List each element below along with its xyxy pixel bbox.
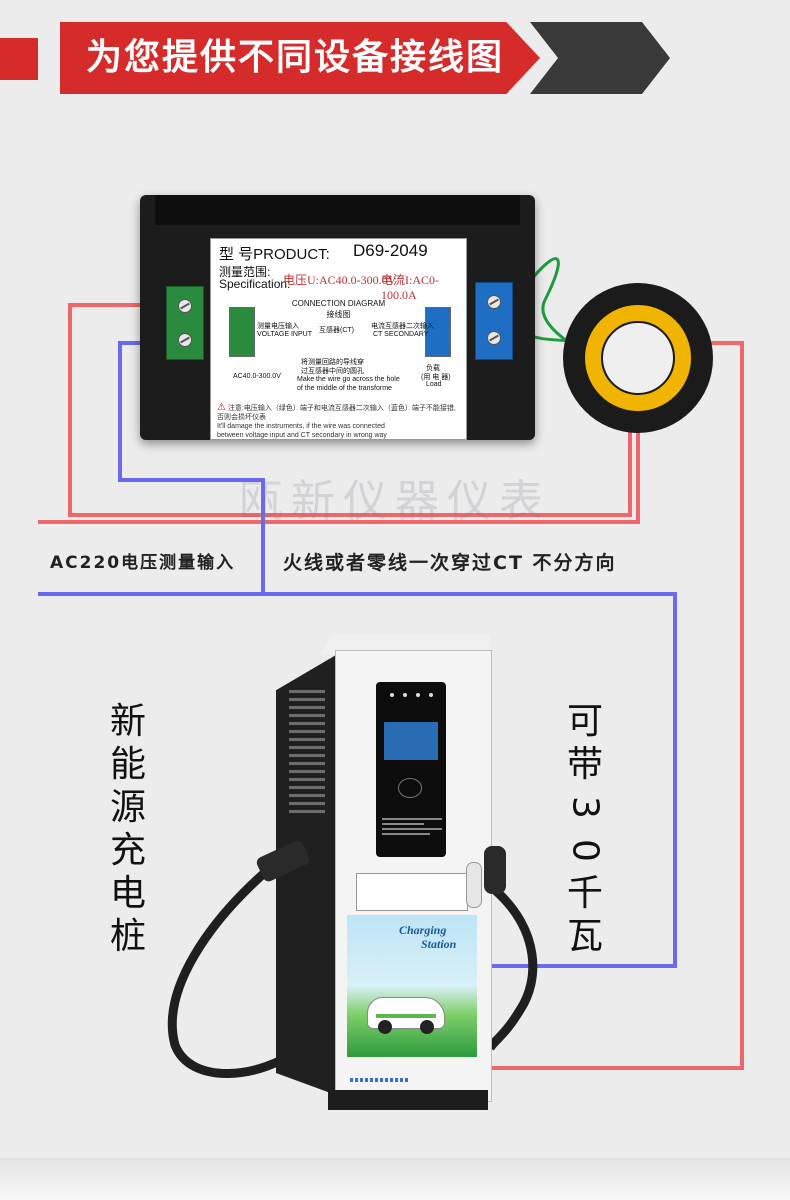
voltage-range: 电压U:AC40.0-300.0V xyxy=(283,273,397,287)
header-banner: 为您提供不同设备接线图 xyxy=(0,0,790,95)
lock-icon xyxy=(466,862,482,908)
screw-icon xyxy=(178,333,192,347)
charger-control-panel xyxy=(376,682,446,857)
vertical-char: 瓦 xyxy=(566,916,603,957)
mini-voltage-terminal xyxy=(229,307,255,357)
connection-diagram-title: CONNECTION DIAGRAM xyxy=(291,299,386,308)
vent-slot xyxy=(289,794,325,797)
vertical-char: 新 xyxy=(109,701,146,742)
warning-text: ⚠ 注意:电压输入（绿色）端子和电流互感器二次输入（蓝色）端子不能接错,否则会损… xyxy=(217,403,460,440)
screw-icon xyxy=(487,331,501,345)
voltage-input-cn: 测量电压输入 xyxy=(257,323,299,330)
panel-instructions xyxy=(382,815,442,847)
nfc-reader-icon xyxy=(398,778,422,798)
range-label-cn: 测量范围: xyxy=(219,265,271,279)
model-number: D69-2049 xyxy=(353,241,428,260)
meter-label-plate: 型 号PRODUCT: D69-2049 测量范围: Specification… xyxy=(210,238,467,440)
ct-secondary-en: CT SECONDARY xyxy=(373,331,429,338)
wire-note-cn-1: 将测量回路的导线穿 xyxy=(301,359,364,366)
vertical-char: 3 xyxy=(564,796,606,819)
blue-wire-meter-loop xyxy=(38,341,265,596)
vertical-char: 桩 xyxy=(109,916,146,957)
product-label: 型 号PRODUCT: xyxy=(219,246,330,263)
charger-blue-stripe xyxy=(350,1078,408,1082)
wire-note-cn-2: 过互感器中间的圆孔 xyxy=(301,368,364,375)
charging-station-ad: Charging Station xyxy=(347,915,477,1057)
vent-slot xyxy=(289,778,325,781)
voltage-input-en: VOLTAGE INPUT xyxy=(257,331,312,338)
wire-note-en-1: Make the wire go across the hole xyxy=(297,376,400,383)
wire-note-en-2: of the middle of the transforme xyxy=(297,385,392,392)
charger-cable-right xyxy=(486,886,538,1051)
banner-accent-square xyxy=(0,38,38,80)
vertical-char: 带 xyxy=(566,744,603,785)
vertical-char: 充 xyxy=(109,830,146,871)
load-cn: 负载 xyxy=(426,365,440,372)
ad-title-2: Station xyxy=(421,937,457,951)
charger-side-panel xyxy=(276,655,336,1095)
watermark: 瓯新仪器仪表 xyxy=(239,476,551,527)
vent-slot xyxy=(289,762,325,765)
charging-gun-right-icon xyxy=(484,846,506,894)
fire-line-label: 火线或者零线一次穿过CT 不分方向 xyxy=(283,552,617,574)
charging-steps-strip xyxy=(356,873,468,911)
ac-input-label: AC220电压测量输入 xyxy=(50,553,236,573)
vent-slot xyxy=(289,706,325,709)
ct-label: 互感器(CT) xyxy=(319,327,354,334)
mini-ct-terminal xyxy=(425,307,451,357)
warning-en-1: It'll damage the instruments, if the wir… xyxy=(217,423,385,430)
vent-slot xyxy=(289,714,325,717)
vent-slot xyxy=(289,722,325,725)
load-cn-2: (用 电 器) xyxy=(421,374,451,381)
voltage-range-small: AC40.0-300.0V xyxy=(233,373,281,380)
ct-center-hole xyxy=(603,323,673,393)
vent-slot xyxy=(289,698,325,701)
vent-slot xyxy=(289,810,325,813)
charger-base xyxy=(328,1090,488,1110)
connection-diagram-title-cn: 接线图 xyxy=(326,310,351,319)
screw-icon xyxy=(487,295,501,309)
vent-slot xyxy=(289,786,325,789)
footer-band xyxy=(0,1158,790,1200)
ct-terminal-block xyxy=(475,282,513,360)
screw-icon xyxy=(178,299,192,313)
vent-slot xyxy=(289,746,325,749)
vertical-char: 电 xyxy=(109,873,146,914)
warning-en-2: between voltage input and CT secondary i… xyxy=(217,432,387,439)
status-leds xyxy=(390,693,433,697)
vent-slot xyxy=(289,770,325,773)
charger-vertical-label: 新 能 源 充 电 桩 xyxy=(108,700,148,958)
vertical-char: 0 xyxy=(564,839,606,862)
warning-icon: ⚠ xyxy=(217,402,226,413)
vertical-char: 源 xyxy=(109,787,146,828)
capacity-vertical-label: 可 带 3 0 千 瓦 xyxy=(564,700,606,958)
vent-slot xyxy=(289,730,325,733)
voltage-terminal-block xyxy=(166,286,204,360)
load-en: Load xyxy=(426,381,442,388)
vertical-char: 千 xyxy=(566,873,603,914)
warning-cn: 注意:电压输入（绿色）端子和电流互感器二次输入（蓝色）端子不能接错,否则会损坏仪… xyxy=(217,405,456,421)
page-title: 为您提供不同设备接线图 xyxy=(85,37,504,78)
current-range: 电流I:AC0-100.0A xyxy=(381,273,439,302)
vent-slot xyxy=(289,802,325,805)
ad-title-1: Charging xyxy=(399,923,447,937)
vent-slot xyxy=(289,690,325,693)
vertical-char: 可 xyxy=(566,701,603,742)
banner-red-ribbon xyxy=(60,22,540,94)
meter-top-bezel xyxy=(155,195,520,225)
vertical-char: 能 xyxy=(109,744,146,785)
electric-car-icon xyxy=(367,997,445,1034)
blue-wire-charger xyxy=(263,592,677,968)
vent-slot xyxy=(289,738,325,741)
charger-screen xyxy=(384,722,438,760)
vent-slot xyxy=(289,754,325,757)
charger-cable-left xyxy=(167,864,303,1078)
ct-secondary-cn: 电流互感器二次输入 xyxy=(371,323,434,330)
range-label-en: Specification: xyxy=(219,277,291,291)
